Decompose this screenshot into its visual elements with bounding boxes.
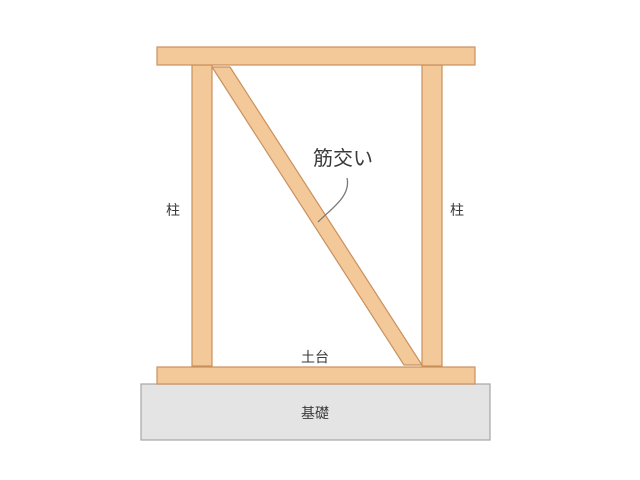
right-post xyxy=(421,64,443,367)
sill-label: 土台 xyxy=(301,350,329,366)
brace-leader-line xyxy=(317,177,349,223)
sill-beam xyxy=(156,366,476,385)
brace-label: 筋交い xyxy=(313,146,373,170)
foundation-block xyxy=(140,383,491,441)
left-post-label: 柱 xyxy=(166,203,180,219)
left-post xyxy=(191,64,213,367)
brace-member xyxy=(210,66,424,366)
right-post-label: 柱 xyxy=(450,203,464,219)
top-beam xyxy=(156,46,476,66)
foundation-label: 基礎 xyxy=(301,405,329,422)
